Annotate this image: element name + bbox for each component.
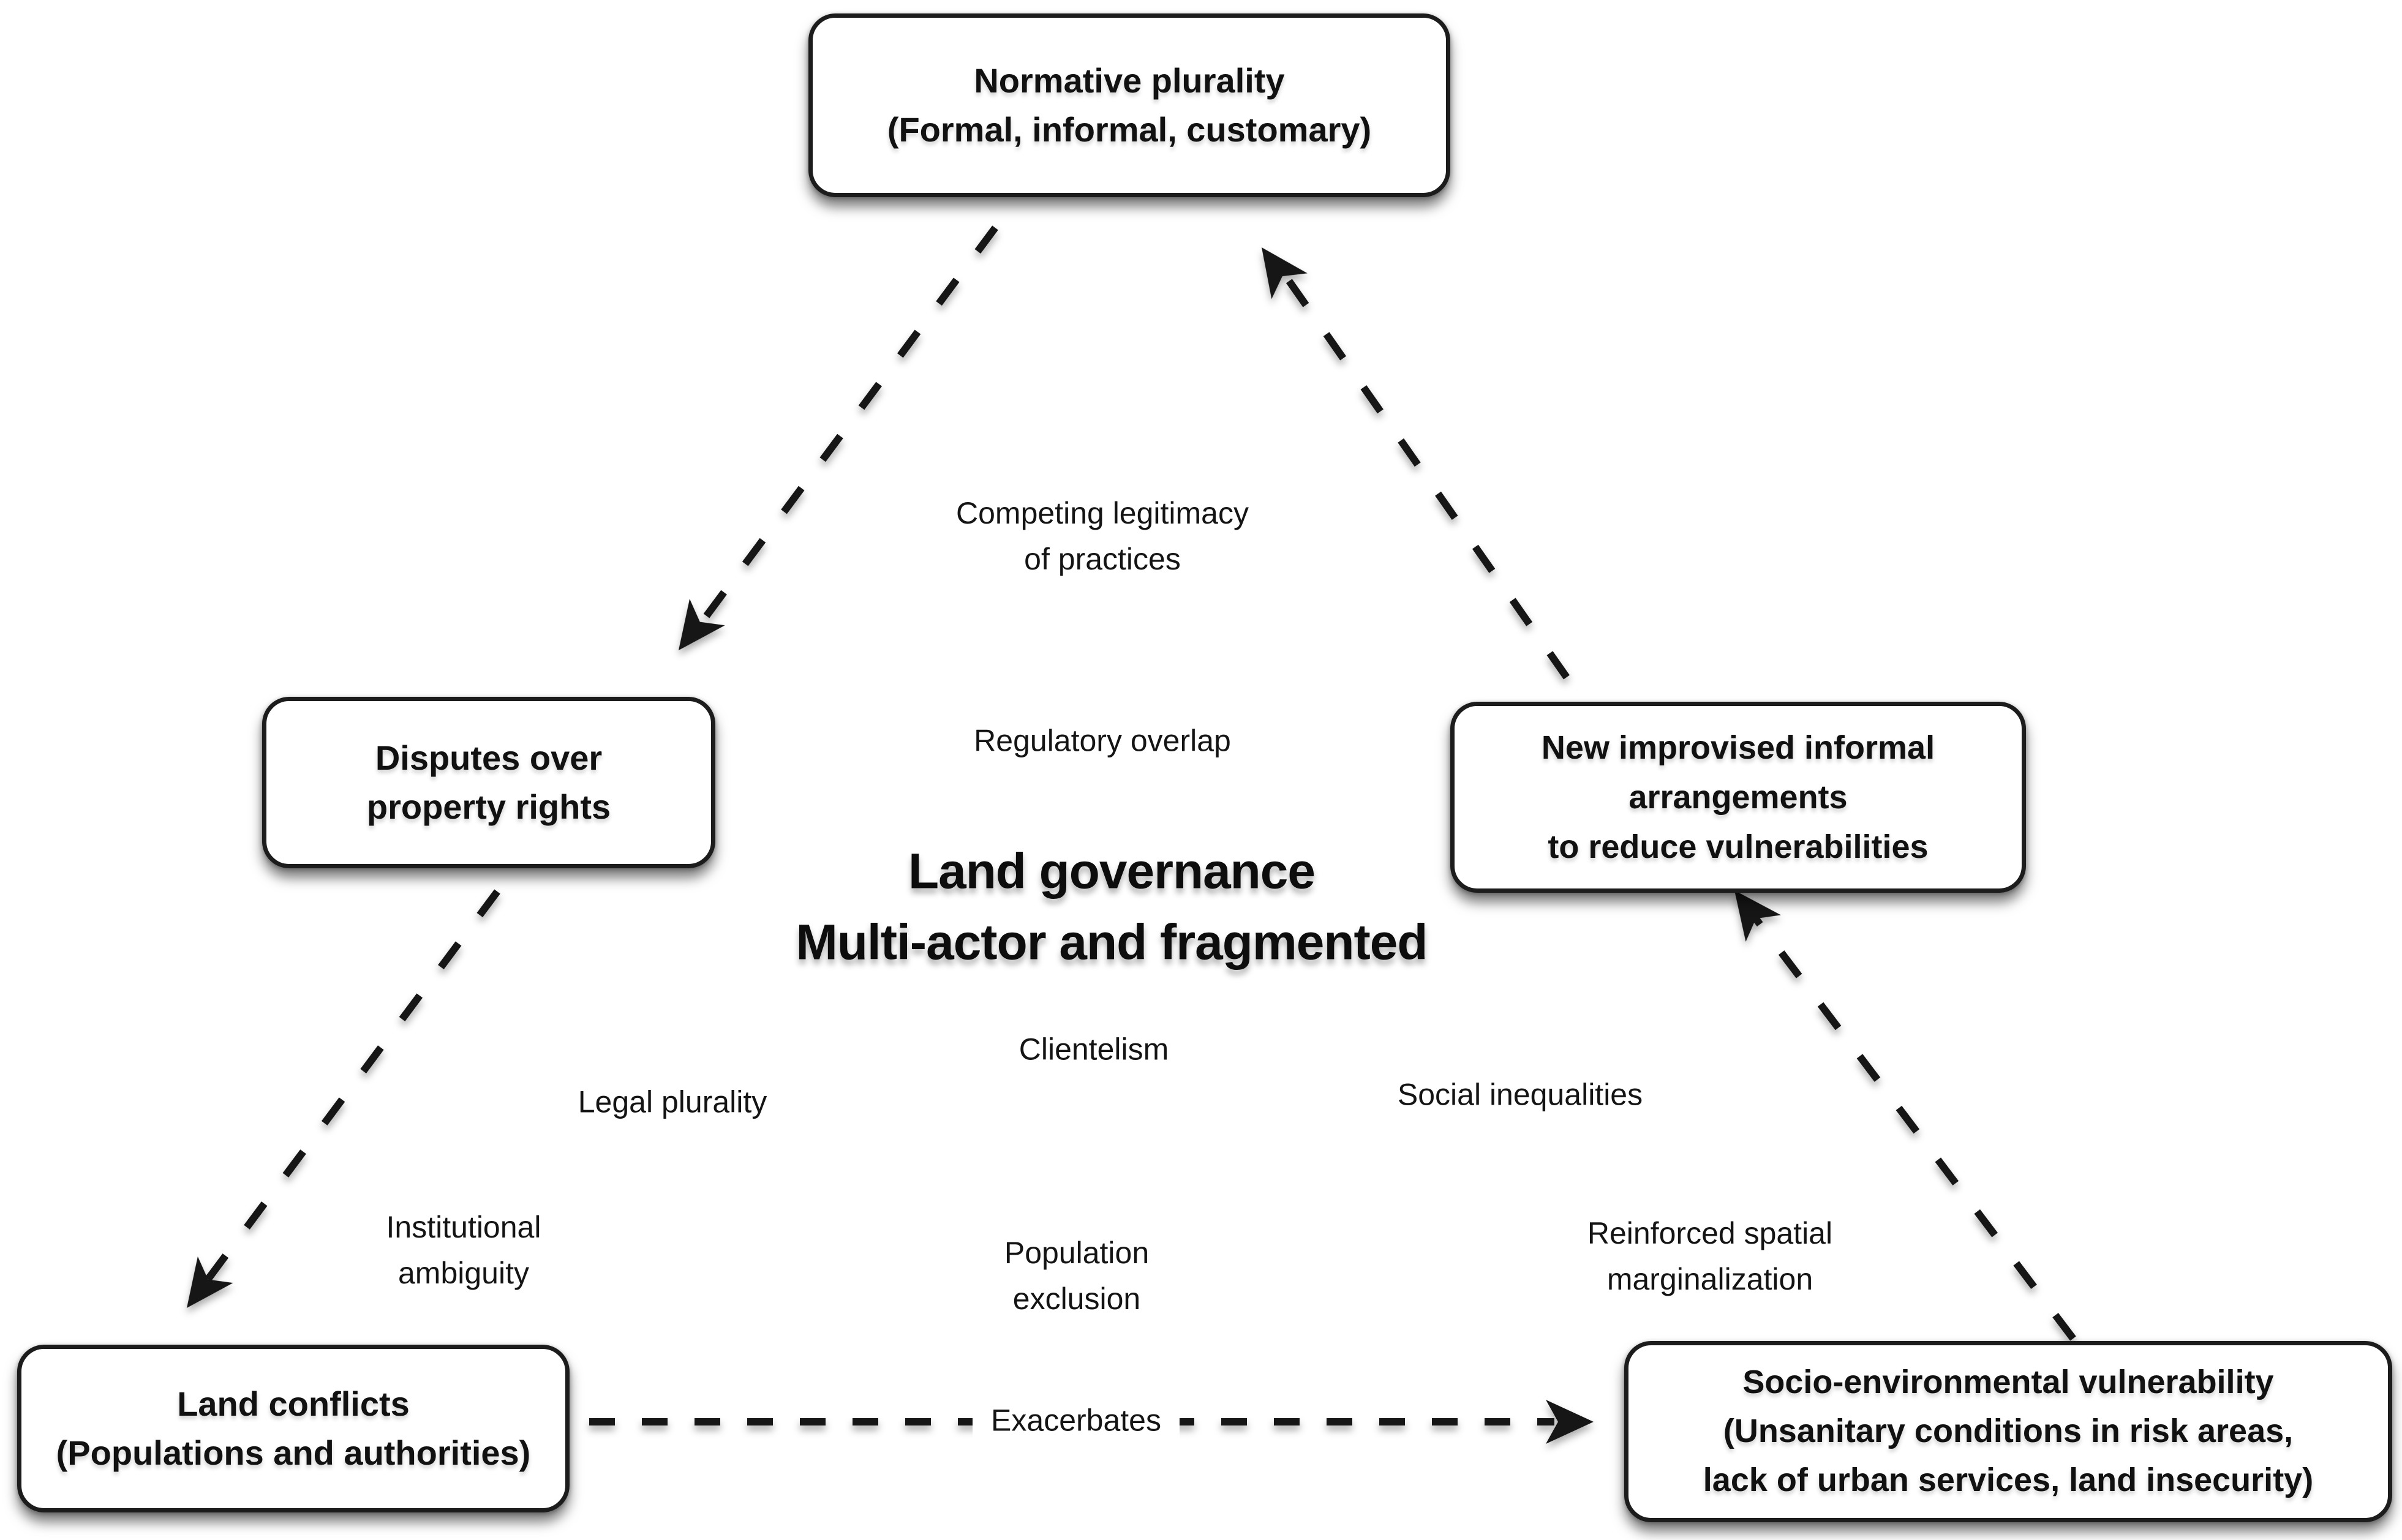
label-social-inequalities: Social inequalities bbox=[1397, 1077, 1643, 1112]
node-new-improvised-arrangements: New improvised informal arrangements to … bbox=[1450, 702, 2026, 893]
label-exacerbates: Exacerbates bbox=[973, 1394, 1180, 1448]
label-legal-plurality: Legal plurality bbox=[578, 1084, 767, 1119]
node-socio-environmental-vulnerability: Socio-environmental vulnerability (Unsan… bbox=[1624, 1341, 2392, 1522]
label-competing-legitimacy: Competing legitimacy of practices bbox=[956, 496, 1249, 576]
node-land-conflicts: Land conflicts (Populations and authorit… bbox=[17, 1345, 570, 1512]
node-normative-plurality: Normative plurality (Formal, informal, c… bbox=[808, 13, 1450, 197]
label-regulatory-overlap: Regulatory overlap bbox=[974, 723, 1231, 758]
arrow-arrangements-to-normative bbox=[1262, 247, 1570, 680]
label-institutional-ambiguity: Institutional ambiguity bbox=[386, 1210, 541, 1290]
label-reinforced-spatial-marginalization: Reinforced spatial marginalization bbox=[1587, 1216, 1833, 1296]
label-population-exclusion: Population exclusion bbox=[1004, 1236, 1150, 1316]
arrow-normative-to-disputes bbox=[679, 225, 998, 650]
node-disputes-over-property-rights: Disputes over property rights bbox=[262, 697, 715, 868]
diagram-title: Land governance Multi-actor and fragment… bbox=[796, 843, 1428, 971]
label-clientelism: Clientelism bbox=[1018, 1032, 1169, 1067]
